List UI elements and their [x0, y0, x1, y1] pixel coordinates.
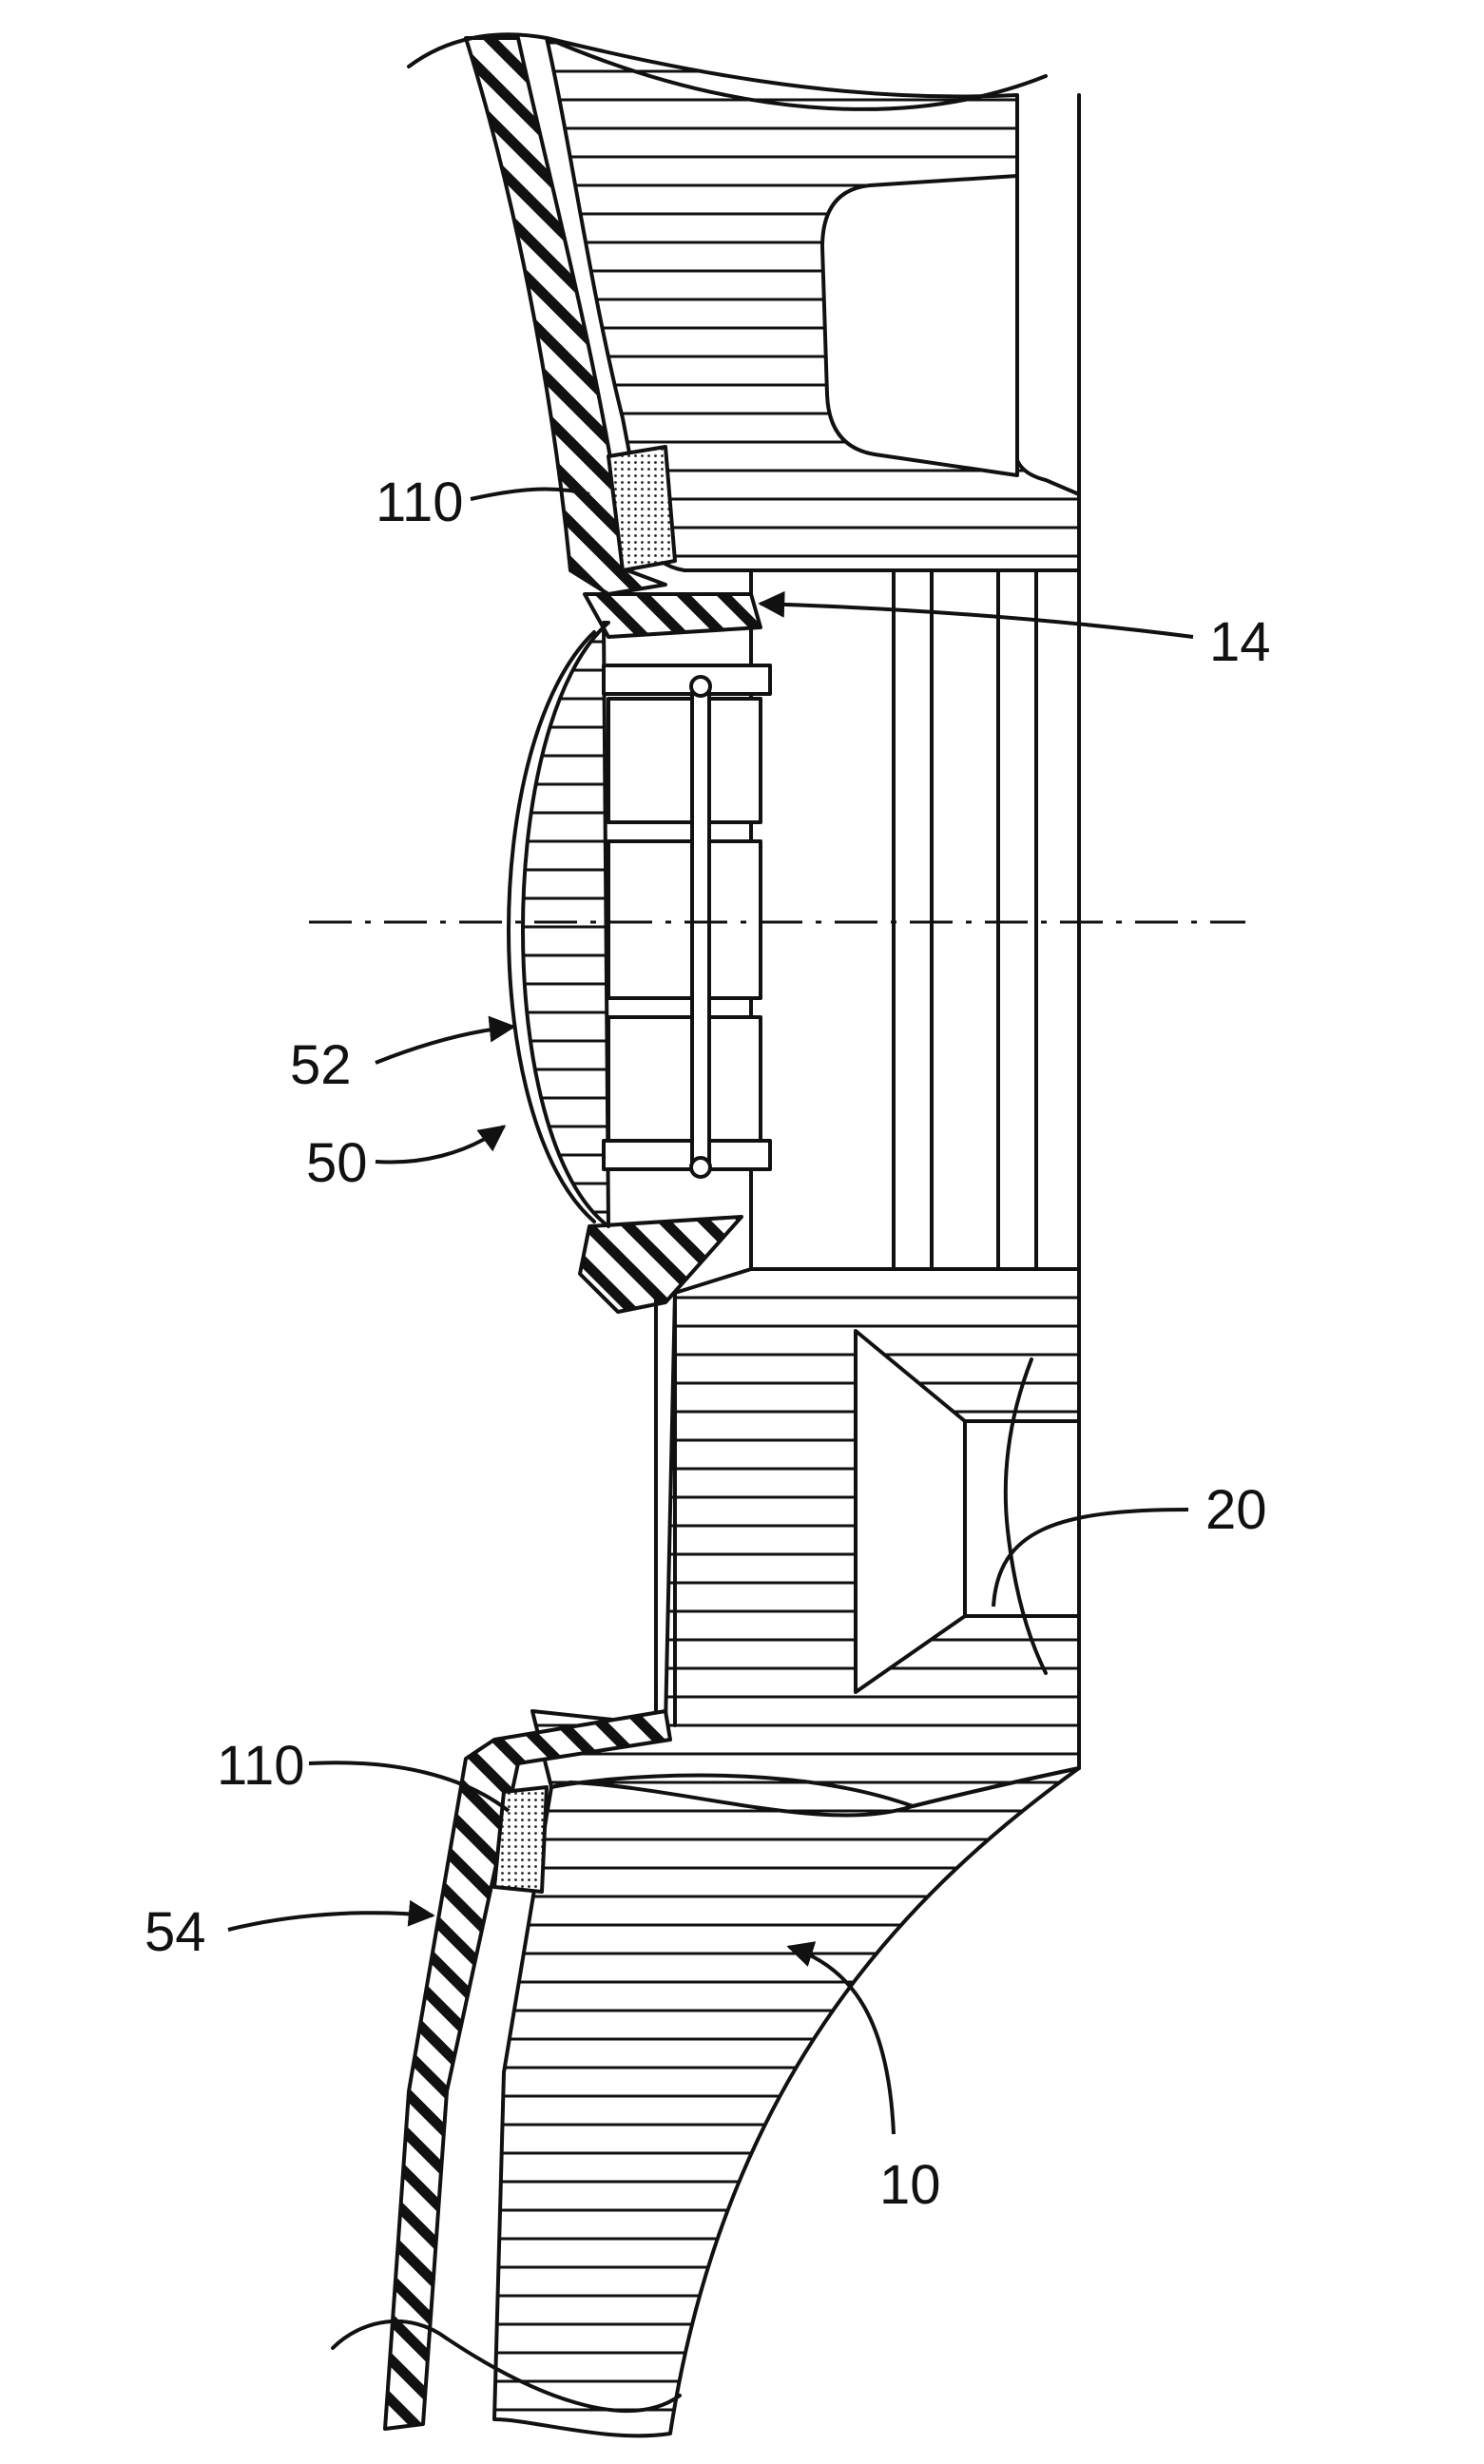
upper-pocket: [822, 176, 1017, 475]
leader-50: [376, 1126, 504, 1163]
label-110-top: 110: [376, 472, 463, 533]
hub-bore: [751, 570, 1079, 1269]
label-10: 10: [879, 2154, 941, 2216]
label-54: 54: [145, 1901, 206, 1963]
label-110-bottom: 110: [217, 1735, 304, 1797]
adhesive-110-bottom: [494, 1787, 547, 1892]
rim-lower: [494, 1768, 1079, 2435]
label-52: 52: [290, 1034, 352, 1096]
label-20: 20: [1205, 1479, 1267, 1541]
leader-54: [228, 1913, 433, 1930]
cap-insert-top: [585, 594, 761, 637]
label-50: 50: [306, 1132, 368, 1194]
lens-cap: [523, 623, 608, 1226]
label-14: 14: [1209, 611, 1271, 673]
leader-52: [376, 1027, 513, 1063]
